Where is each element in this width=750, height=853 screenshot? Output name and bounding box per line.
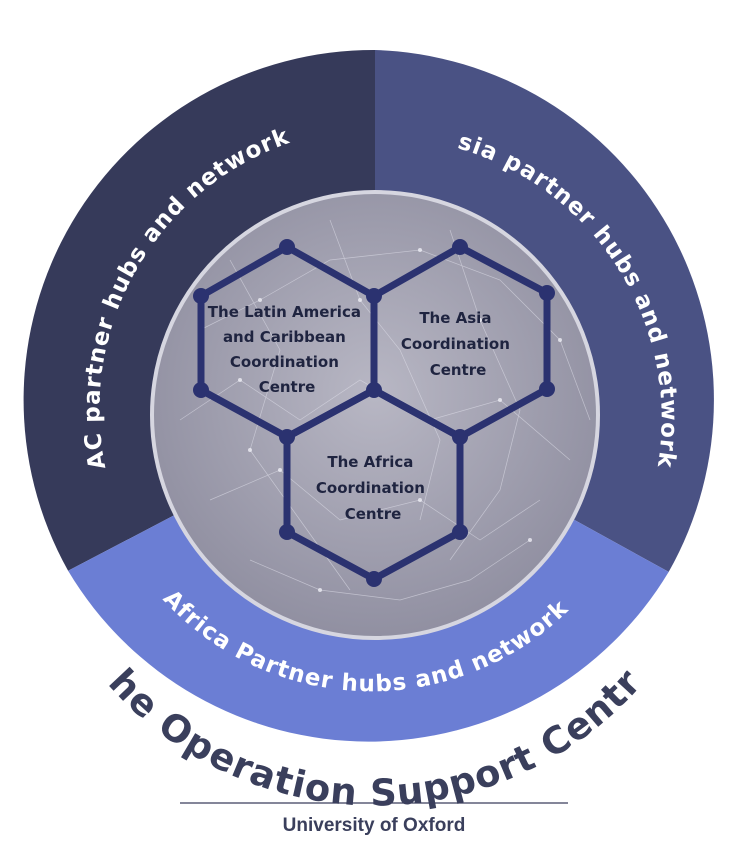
network-nodes [238,248,562,592]
globe-circle [150,190,600,640]
hex-label-latin-america: The Latin America and Caribbean Coordina… [208,303,366,396]
subtitle: University of Oxford [283,815,466,836]
hex-label-asia: The Asia Coordination Centre [401,309,515,379]
hex-label-africa: The Africa Coordination Centre [316,453,430,523]
hexagon-nodes [193,239,555,587]
